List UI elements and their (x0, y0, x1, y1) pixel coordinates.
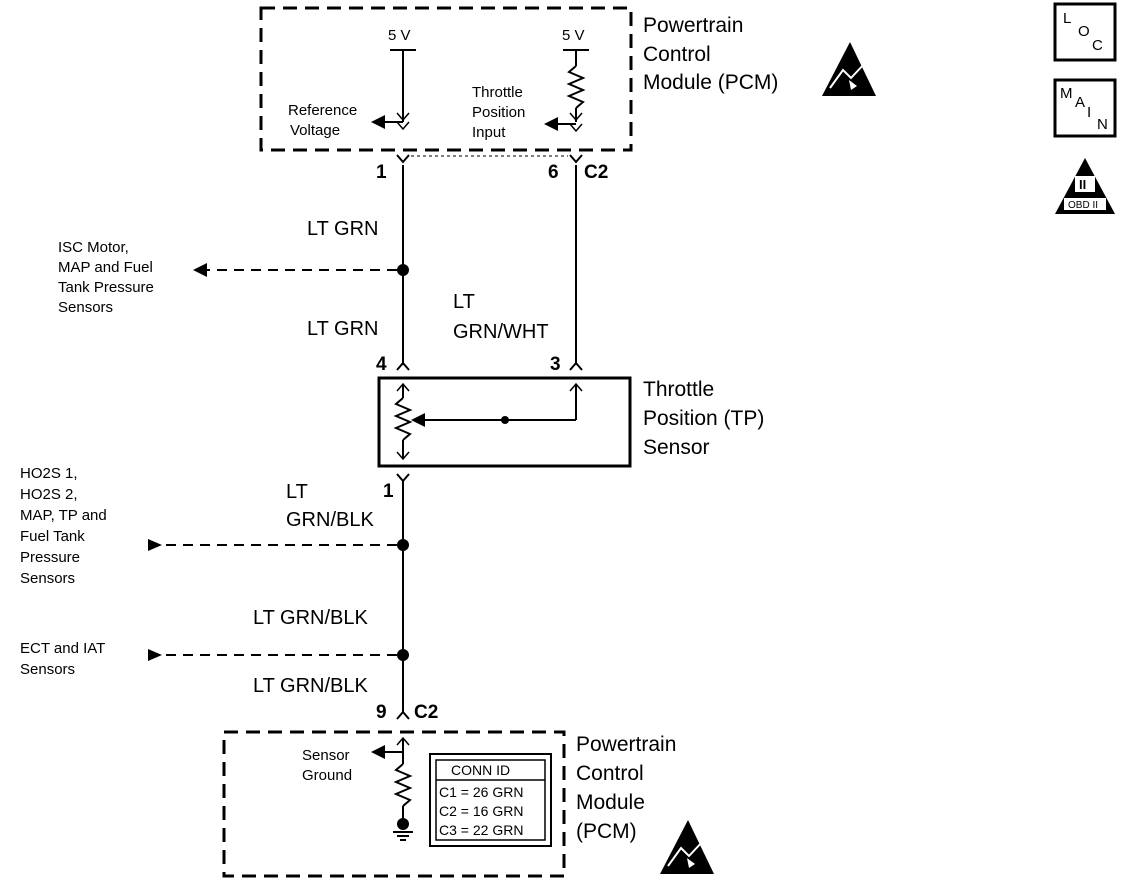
ref-node-arrows (396, 112, 410, 131)
pcm-top: 5 V Reference Voltage 5 V Throttle Posit… (259, 6, 876, 183)
pcm-top-title-3: Module (PCM) (643, 71, 778, 94)
wire-label-lt-grn-blk-1b: GRN/BLK (286, 509, 374, 531)
sensor-ground-label-2: Ground (302, 767, 352, 784)
obd-ii-icon: II OBD II (1055, 158, 1115, 214)
tp-sensor: Throttle Position (TP) Sensor (377, 376, 764, 468)
splice-2-label-6: Sensors (20, 570, 75, 587)
tp-pin-3: 3 (550, 354, 561, 375)
ground-icon (393, 831, 413, 841)
lower-wiring: 1 LT GRN/BLK HO2S 1, HO2S 2, MAP, TP and… (20, 465, 438, 723)
splice-2 (397, 539, 409, 551)
conn-id-table: CONN ID C1 = 26 GRN C2 = 16 GRN C3 = 22 … (429, 753, 552, 847)
tp-title-2: Position (TP) (643, 407, 764, 430)
svg-text:I: I (1087, 104, 1091, 121)
splice-1-label-2: MAP and Fuel (58, 259, 153, 276)
sensor-ground-label-1: Sensor (302, 747, 350, 764)
conn-id-row-c2: C2 = 16 GRN (439, 803, 523, 819)
ref-voltage-label-1: Reference (288, 102, 357, 119)
svg-text:O: O (1078, 23, 1090, 40)
voltage-left-label: 5 V (388, 27, 411, 44)
tp-title-1: Throttle (643, 378, 714, 401)
svg-text:OBD II: OBD II (1068, 200, 1098, 211)
pcm-top-pin-6: 6 (548, 162, 559, 183)
tp-sensor-box (377, 376, 632, 468)
splice-2-label-4: Fuel Tank (20, 528, 85, 545)
pcm-bottom-title-4: (PCM) (576, 820, 637, 843)
svg-text:N: N (1097, 116, 1108, 133)
wire-label-lt-grn-wht-1: LT (453, 291, 475, 313)
splice-1-label-3: Tank Pressure (58, 279, 154, 296)
tp-input-label-3: Input (472, 124, 506, 141)
wire-label-lt-grn-1: LT GRN (307, 218, 379, 240)
splice-2-label-5: Pressure (20, 549, 80, 566)
wire-label-lt-grn-blk-1a: LT (286, 481, 308, 503)
pcm-top-connector: C2 (584, 162, 608, 183)
pcm-bottom-connector: C2 (414, 702, 438, 723)
wire-label-lt-grn-2: LT GRN (307, 318, 379, 340)
svg-text:II: II (1079, 177, 1086, 192)
pcm-bottom: Sensor Ground CONN ID C1 = 26 GRN C2 = 1… (222, 730, 714, 878)
conn-id-header: CONN ID (451, 762, 510, 778)
splice-2-label-2: HO2S 2, (20, 486, 78, 503)
wire-label-lt-grn-wht-2: GRN/WHT (453, 321, 549, 343)
svg-text:L: L (1063, 10, 1071, 27)
splice-3-label-2: Sensors (20, 661, 75, 678)
svg-text:A: A (1075, 94, 1085, 111)
pcm-top-box (259, 6, 633, 152)
pcm-bottom-pin-9: 9 (376, 702, 387, 723)
splice-3-label-1: ECT and IAT (20, 640, 105, 657)
tp-potentiometer (393, 397, 413, 441)
svg-text:C: C (1092, 37, 1103, 54)
pcm-top-pin-1: 1 (376, 162, 387, 183)
splice-1 (397, 264, 409, 276)
conn-id-row-c1: C1 = 26 GRN (439, 784, 523, 800)
tp-input-label-1: Throttle (472, 84, 523, 101)
pcm-bottom-title-1: Powertrain (576, 733, 676, 756)
pcm-bottom-title-3: Module (576, 791, 645, 814)
ground-resistor (393, 763, 413, 807)
splice-1-label-1: ISC Motor, (58, 239, 129, 256)
pullup-resistor (566, 65, 586, 109)
splice-2-label-1: HO2S 1, (20, 465, 78, 482)
conn-id-row-c3: C3 = 22 GRN (439, 822, 523, 838)
pcm-top-title-2: Control (643, 43, 711, 66)
svg-text:M: M (1060, 85, 1073, 102)
splice-2-label-3: MAP, TP and (20, 507, 107, 524)
wire-label-lt-grn-blk-2: LT GRN/BLK (253, 607, 369, 629)
loc-icon: L O C (1053, 2, 1117, 62)
pcm-top-title-1: Powertrain (643, 14, 743, 37)
ref-voltage-label-2: Voltage (290, 122, 340, 139)
tp-pin-1: 1 (383, 481, 394, 502)
splice-3 (397, 649, 409, 661)
main-icon: M A I N (1053, 78, 1117, 138)
tp-title-3: Sensor (643, 436, 710, 459)
tp-pin-4: 4 (376, 354, 387, 375)
esd-warning-icon (822, 42, 876, 96)
tp-input-label-2: Position (472, 104, 525, 121)
splice-1-label-4: Sensors (58, 299, 113, 316)
esd-warning-icon-bottom (660, 820, 714, 874)
wire-label-lt-grn-blk-3: LT GRN/BLK (253, 675, 369, 697)
pcm-bottom-title-2: Control (576, 762, 644, 785)
wiring: LT GRN LT GRN LT GRN/WHT ISC Motor, MAP … (58, 165, 583, 375)
voltage-right-label: 5 V (562, 27, 585, 44)
